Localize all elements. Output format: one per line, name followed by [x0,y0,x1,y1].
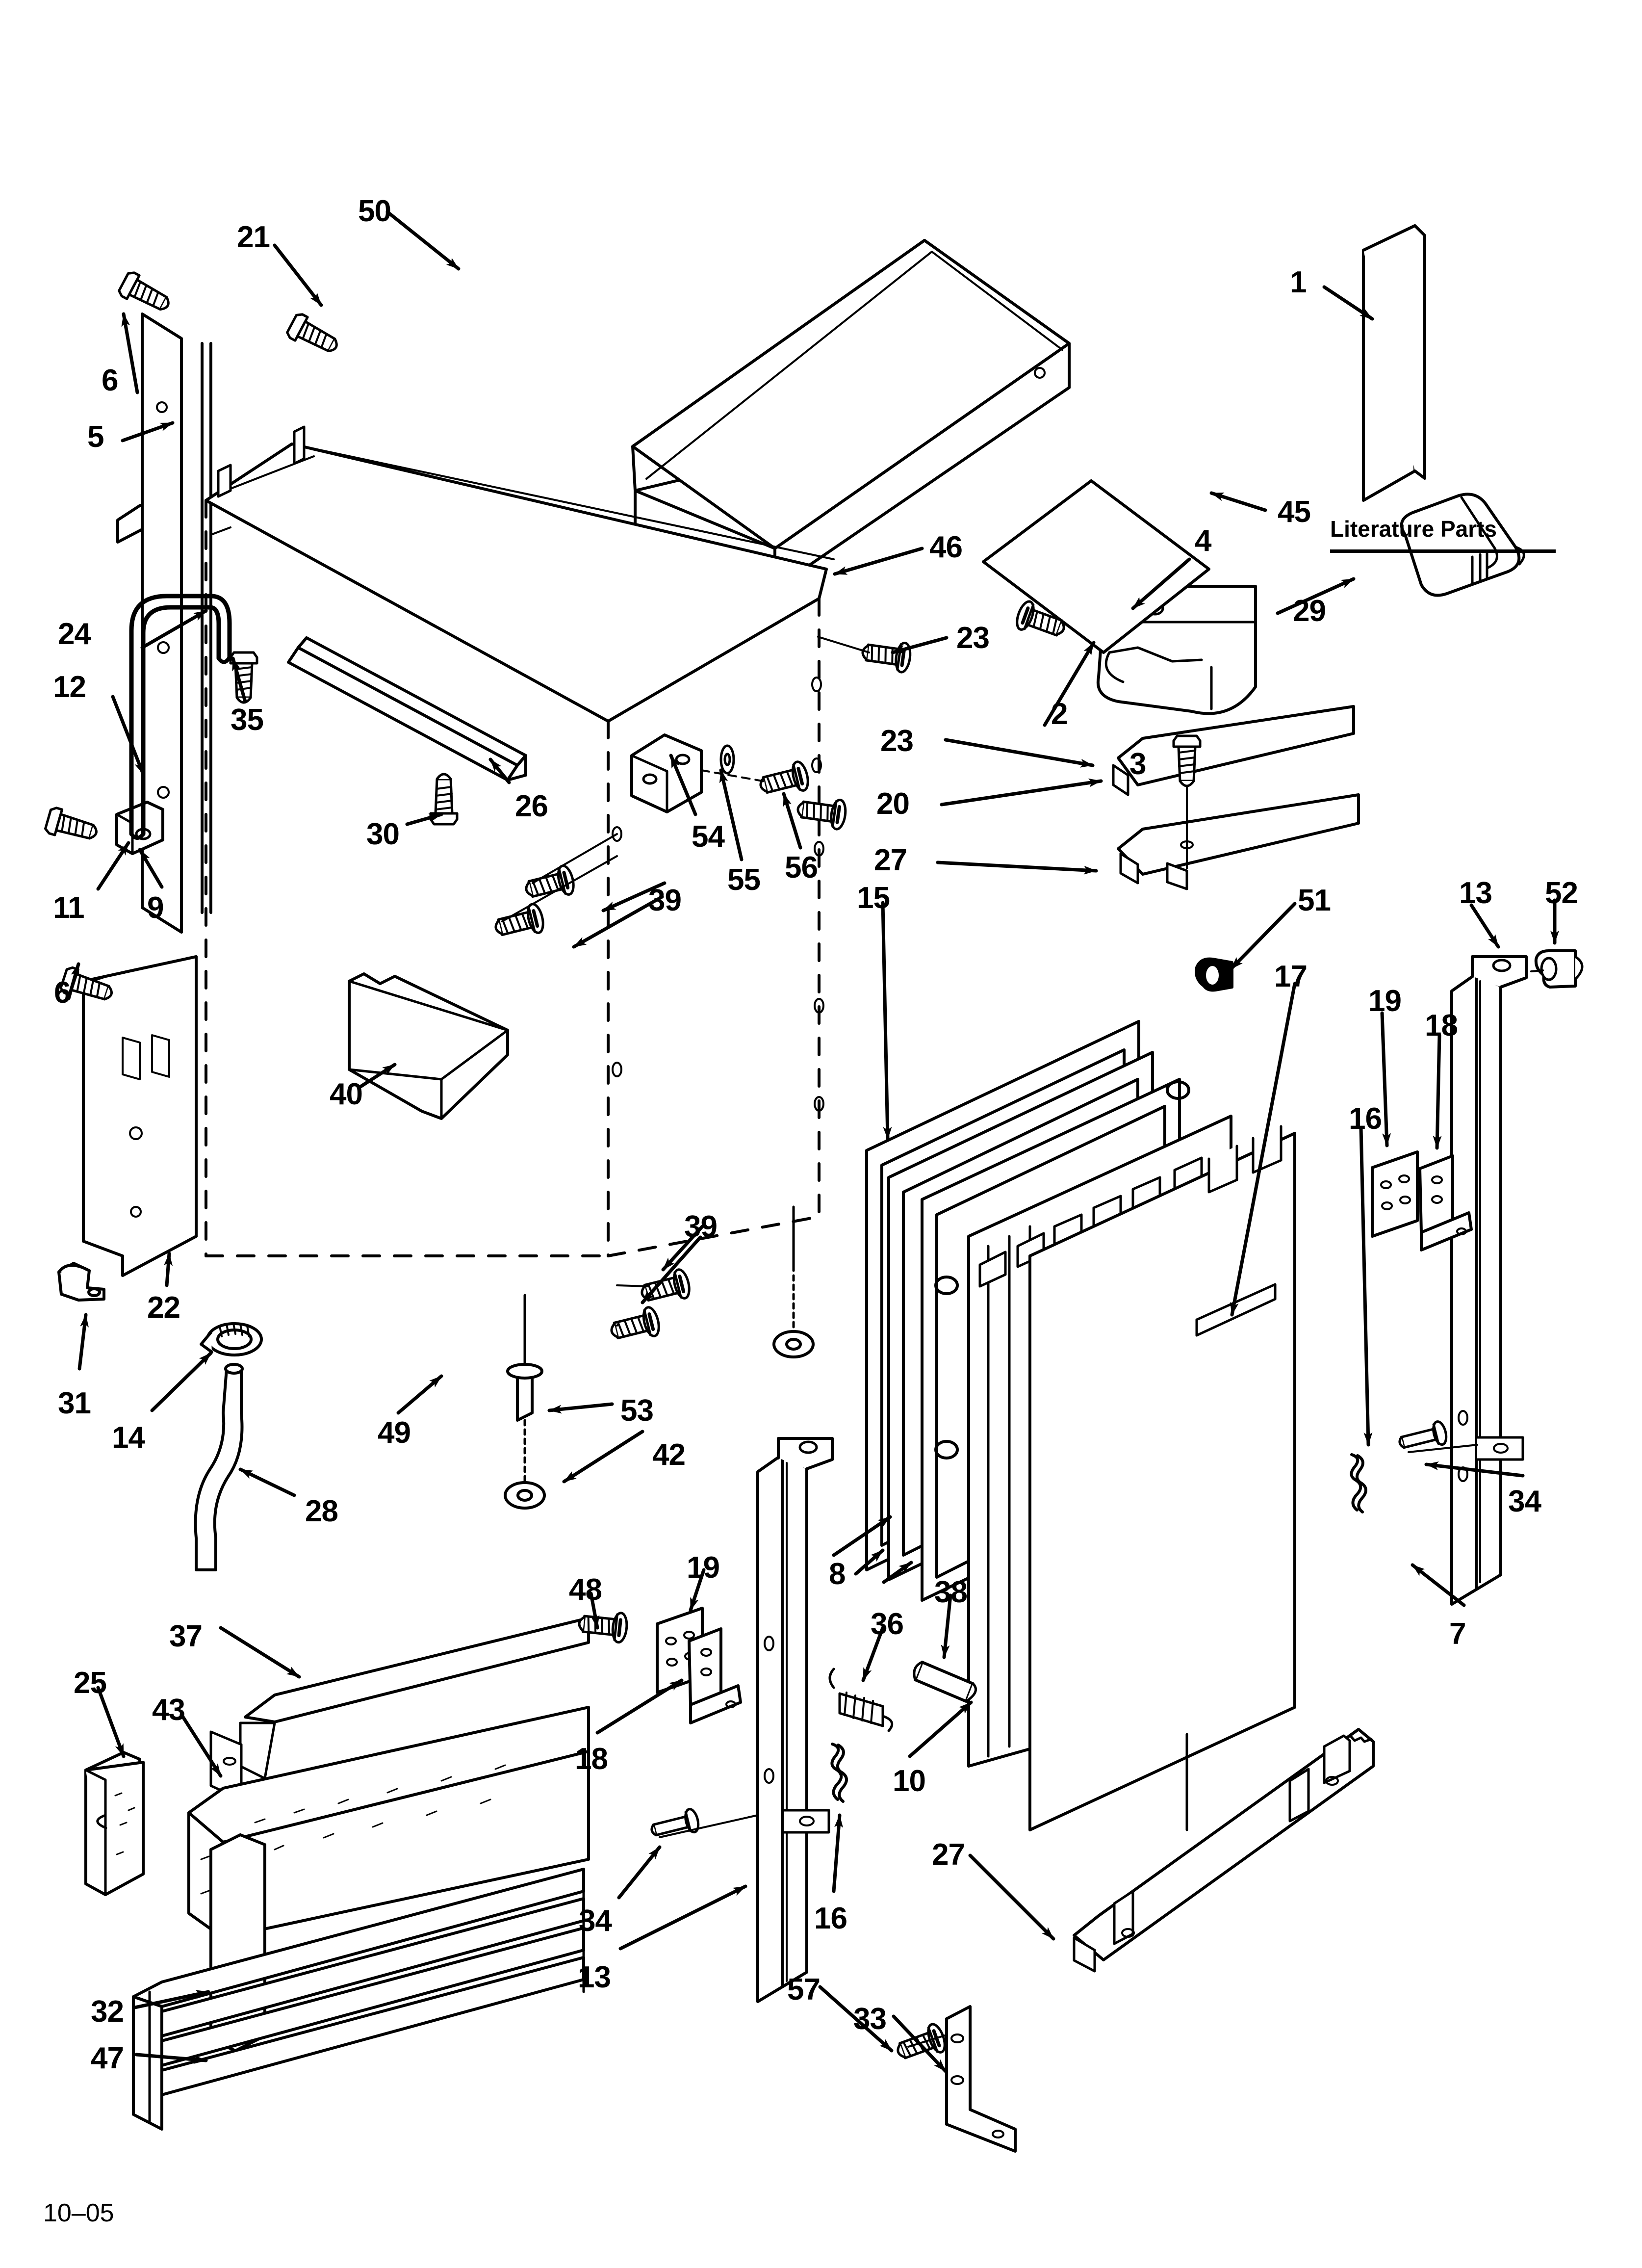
callout-number-6: 6 [102,364,118,397]
callout-number-40: 40 [330,1077,363,1111]
callout-number-37: 37 [169,1619,203,1653]
callout-number-8: 8 [829,1557,846,1591]
callout-number-1: 1 [1290,265,1307,299]
callout-number-3: 3 [1129,747,1146,781]
callout-number-16: 16 [1349,1102,1382,1136]
callout-number-12: 12 [53,670,86,704]
callout-number-54: 54 [692,820,725,854]
callout-number-56: 56 [785,851,818,885]
callout-number-10: 10 [893,1764,926,1798]
callout-number-19: 19 [1368,984,1402,1018]
callout-number-4: 4 [1195,524,1211,558]
callout-number-45: 45 [1278,495,1311,529]
callout-number-26: 26 [515,789,548,823]
callout-number-18: 18 [1425,1009,1458,1043]
callout-number-13: 13 [1459,876,1492,910]
callout-number-9: 9 [147,891,164,925]
callout-number-33: 33 [853,2002,887,2036]
callout-number-32: 32 [91,1995,124,2029]
callout-number-53: 53 [620,1394,654,1428]
callout-number-15: 15 [857,881,890,915]
callout-number-5: 5 [87,420,104,454]
callout-number-23: 23 [880,724,914,758]
literature-parts-label: Literature Parts [1330,516,1497,542]
callout-number-25: 25 [74,1666,107,1700]
callout-number-20: 20 [876,787,910,821]
callout-number-14: 14 [112,1421,145,1455]
callout-number-42: 42 [652,1438,686,1472]
callout-number-39: 39 [648,884,682,917]
callout-number-18: 18 [575,1742,608,1776]
callout-number-52: 52 [1545,876,1578,910]
callout-number-30: 30 [366,817,400,851]
callout-number-21: 21 [237,220,270,254]
callout-number-50: 50 [358,194,391,228]
callout-number-43: 43 [152,1693,185,1727]
callout-number-31: 31 [58,1386,91,1420]
callout-number-39: 39 [684,1210,718,1244]
callout-number-36: 36 [871,1607,904,1641]
callout-number-11: 11 [53,891,85,925]
callout-number-47: 47 [91,2041,124,2075]
callout-number-22: 22 [147,1291,180,1325]
callout-number-13: 13 [578,1960,611,1994]
callout-number-23: 23 [956,621,990,655]
callout-number-17: 17 [1274,960,1308,993]
date-code: 10–05 [43,2199,114,2227]
callout-number-38: 38 [934,1575,968,1609]
callout-number-35: 35 [231,703,264,737]
callout-number-46: 46 [929,530,963,564]
callout-number-55: 55 [727,863,761,897]
callout-number-29: 29 [1293,594,1326,628]
callout-number-49: 49 [378,1416,411,1450]
callout-number-24: 24 [58,617,91,651]
callout-number-2: 2 [1051,697,1068,731]
callout-number-16: 16 [814,1902,847,1935]
callout-number-6: 6 [54,976,71,1010]
callout-number-27: 27 [874,843,907,877]
callout-number-51: 51 [1298,884,1331,917]
callout-number-48: 48 [569,1573,602,1607]
callout-number-57: 57 [787,1973,821,2007]
literature-parts-underline [1330,549,1556,553]
callout-number-19: 19 [687,1551,720,1585]
callout-number-28: 28 [305,1494,338,1528]
callout-number-34: 34 [1508,1485,1541,1518]
callout-number-7: 7 [1449,1617,1466,1651]
callout-number-34: 34 [579,1904,612,1938]
callout-number-27: 27 [932,1838,965,1872]
